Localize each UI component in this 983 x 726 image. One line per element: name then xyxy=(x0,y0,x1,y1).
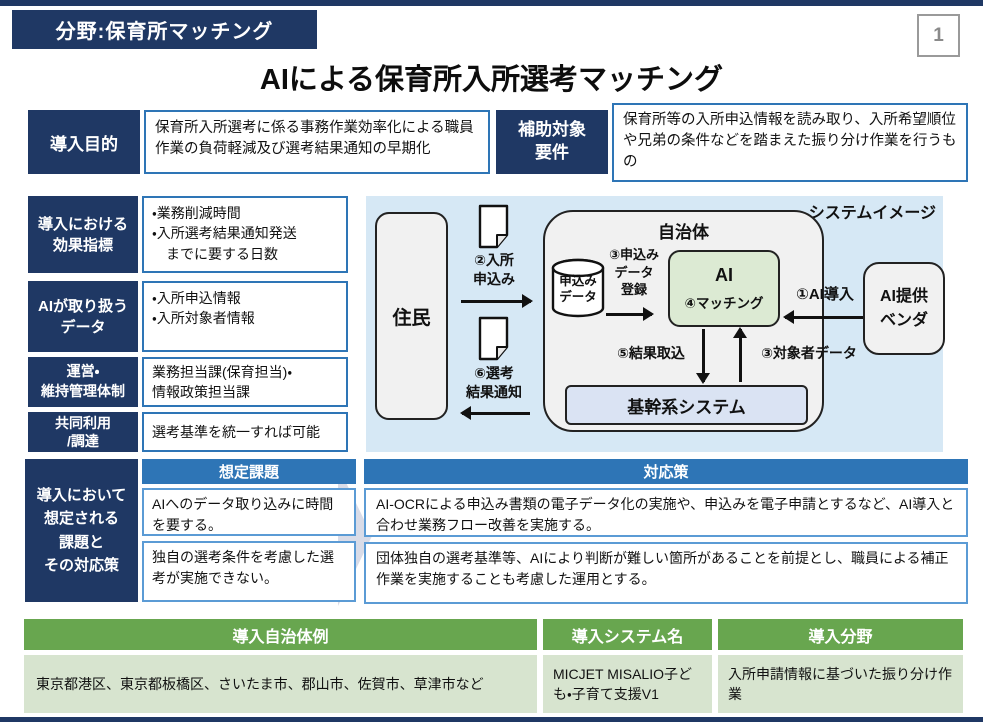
ai-vendor-box: AI提供 ベンダ xyxy=(863,262,945,355)
top-border-strip xyxy=(0,0,983,6)
apply-arrow xyxy=(461,295,533,307)
page-number-badge: 1 xyxy=(917,14,960,57)
ai-data-label: AIが取り扱う データ xyxy=(28,281,138,352)
table-header-field: 導入分野 xyxy=(718,619,963,650)
step3-subject-data-label: ③対象者データ xyxy=(761,345,857,361)
effect-indicators-label: 導入における 効果指標 xyxy=(28,196,138,273)
result-import-arrow xyxy=(697,329,709,384)
field-banner: 分野:保育所マッチング xyxy=(12,10,317,49)
purpose-text: 保育所入所選考に係る事務作業効率化による職員作業の負荷軽減及び選考結果通知の早期… xyxy=(144,110,490,174)
table-cell-field: 入所申請情報に基づいた振り分け作業 xyxy=(718,655,963,713)
solution-item: AI-OCRによる申込み書類の電子データ化の実施や、申込みを電子申請とするなど、… xyxy=(364,488,968,537)
ai-box-title: AI xyxy=(715,265,733,285)
application-database-label: 申込み データ xyxy=(559,274,597,304)
step2-application-label: ②入所 申込み xyxy=(473,252,515,287)
shared-use-text: 選考基準を統一すれば可能 xyxy=(142,412,348,452)
step6-result-notice-label: ⑥選考 結果通知 xyxy=(466,365,522,400)
operation-structure-label: 運営・ 維持管理体制 xyxy=(28,357,138,407)
solution-item: 団体独自の選考基準等、AIにより判断が難しい箇所があることを前提とし、職員による… xyxy=(364,542,968,604)
bottom-border-strip xyxy=(0,717,983,722)
step3-register-label: ③申込み データ 登録 xyxy=(608,247,659,298)
municipality-label: 自治体 xyxy=(658,223,709,242)
issue-item: AIへのデータ取り込みに時間を要する。 xyxy=(142,488,356,536)
operation-structure-text: 業務担当課(保育担当)・ 情報政策担当課 xyxy=(142,357,348,407)
issue-item: 独自の選考条件を考慮した選考が実施できない。 xyxy=(142,541,356,602)
register-arrow xyxy=(606,308,654,320)
ai-install-arrow xyxy=(783,311,864,323)
issues-section-label: 導入において 想定される 課題と その対応策 xyxy=(25,459,138,602)
subsidy-requirements-label: 補助対象 要件 xyxy=(496,110,608,174)
shared-use-label: 共同利用 /調達 xyxy=(28,412,138,452)
page-title: AIによる保育所入所選考マッチング xyxy=(259,64,724,96)
application-document-icon xyxy=(478,204,509,249)
table-cell-system-name: MICJET MISALIO子ども・子育て支援V1 xyxy=(543,655,712,713)
system-image-caption: システムイメージ xyxy=(808,205,936,222)
step5-result-import-label: ⑤結果取込 xyxy=(617,345,685,361)
purpose-label: 導入目的 xyxy=(28,110,140,174)
ai-box: AI ④マッチング xyxy=(668,250,780,327)
ai-data-text: ・入所申込情報 ・入所対象者情報 xyxy=(142,281,348,352)
subsidy-requirements-text: 保育所等の入所申込情報を読み取り、入所希望順位や兄弟の条件などを踏まえた振り分け… xyxy=(612,103,968,182)
step1-ai-install-label: ①AI導入 xyxy=(796,286,854,303)
application-database-icon xyxy=(551,258,605,318)
table-cell-municipalities: 東京都港区、東京都板橋区、さいたま市、郡山市、佐賀市、草津市など xyxy=(24,655,537,713)
system-image-panel: システムイメージ 住民 ②入所 申込み ⑥選考 結果通知 自治体 申込み データ… xyxy=(366,196,945,452)
table-header-municipalities: 導入自治体例 xyxy=(24,619,537,650)
resident-box: 住民 xyxy=(375,212,448,420)
issues-header: 想定課題 xyxy=(142,459,356,484)
notify-arrow xyxy=(460,407,530,419)
step4-matching-label: ④マッチング xyxy=(684,296,764,311)
solutions-header: 対応策 xyxy=(364,459,968,484)
table-header-system-name: 導入システム名 xyxy=(543,619,712,650)
core-system-box: 基幹系システム xyxy=(565,385,808,425)
effect-indicators-text: ・業務削減時間 ・入所選考結果通知発送 までに要する日数 xyxy=(142,196,348,273)
notification-document-icon xyxy=(478,316,509,361)
subject-data-arrow xyxy=(734,327,746,382)
